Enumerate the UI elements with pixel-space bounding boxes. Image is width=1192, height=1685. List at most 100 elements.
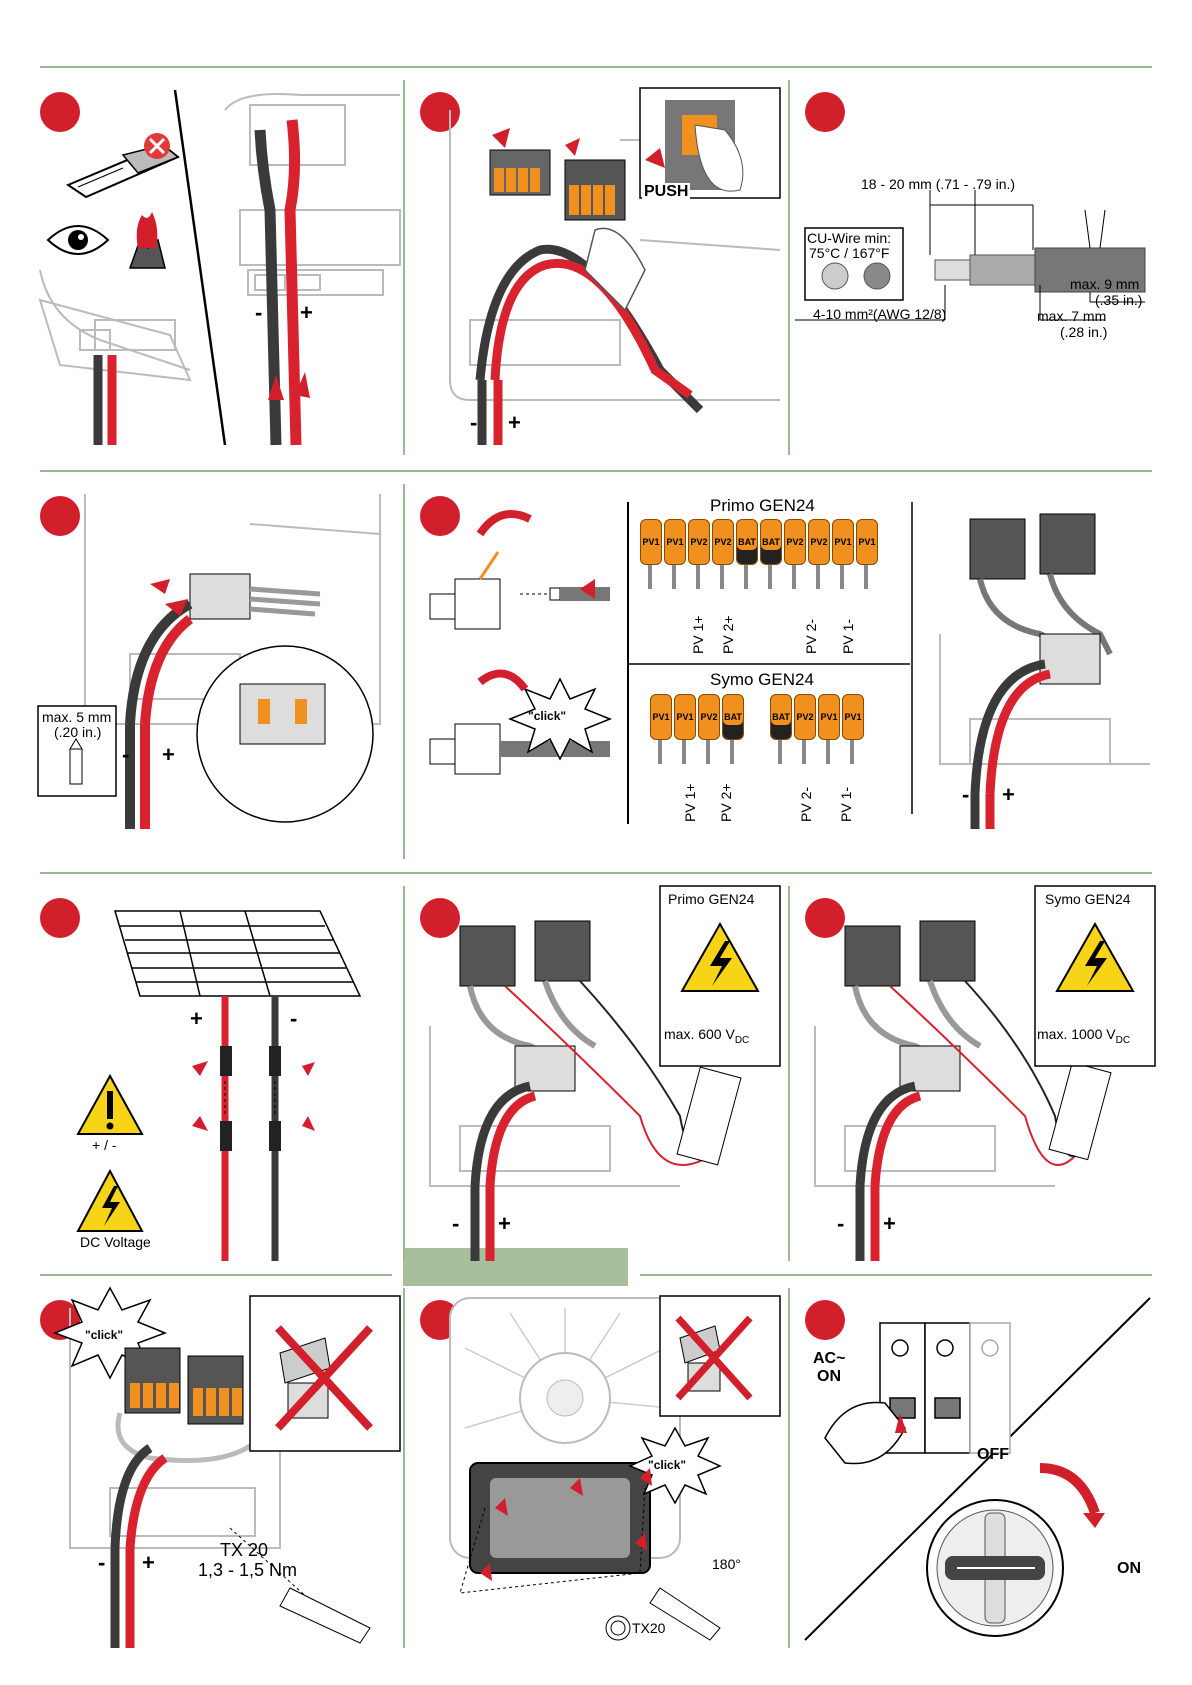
tool-label: TX 20 [220,1540,269,1560]
row-divider-4a [40,1274,392,1276]
pin-wire [778,740,782,764]
pin-wire [648,565,652,589]
panel-12-switch-on: AC~ ON OFF ON [804,1288,1155,1648]
click-burst-icon [628,1426,722,1505]
pin-terminal: PV2 [688,519,710,565]
minus-label: - [122,742,130,767]
row-divider-3 [40,872,1152,874]
warning-lightning-icon [680,921,760,992]
panel-8-measure-primo: Primo GEN24 max. 600 VDC - + [420,885,781,1261]
rotation-arrow-icon [476,510,595,692]
row-divider-1 [40,66,1152,68]
rotation-arrow-icon [1039,1463,1105,1528]
row-divider-2 [40,470,1152,472]
pin-terminal: PV1 [818,694,840,740]
step-dot [40,92,80,132]
plus-label: + [498,1211,511,1236]
panel-10-illustration [52,1286,401,1648]
dc-disconnector [926,1499,1064,1637]
step-dot [420,898,460,938]
screwdriver-icon [69,738,83,785]
col-divider [788,886,790,1261]
minus-label: - [255,300,263,325]
panel-3-wire-strip: 18 - 20 mm (.71 - .79 in.) CU-Wire min: … [795,80,1155,455]
warning-lightning-icon [1055,921,1135,992]
plus-label: + [162,742,175,767]
pin-terminal: PV2 [784,519,806,565]
panel-2-unplug: PUSH - + [420,80,781,455]
plus-minus-label: + / - [92,1137,117,1153]
panel-2-illustration [449,87,781,445]
pin-terminal: PV1 [664,519,686,565]
rotation-arrow-icon [268,372,310,400]
panel-1-safety: - + [38,80,401,455]
pin-wire [792,565,796,589]
max9-in-label: (.35 in.) [1095,292,1143,308]
strip-length-label: 18 - 20 mm (.71 - .79 in.) [861,176,1016,192]
max-voltage-label: max. 600 VDC [664,1026,750,1046]
pin-wire [840,565,844,589]
pin-wire [730,740,734,764]
cross-section-label: 4-10 mm²(AWG 12/8) [813,306,947,322]
dc-voltage-label: DC Voltage [80,1234,151,1250]
panel-1-illustration [38,89,401,446]
connector-open [429,551,501,630]
plus-label: + [142,1550,155,1575]
label-pv2m: PV 2- [803,618,819,654]
label-pv1p: PV 1+ [690,615,706,654]
plus-label: + [883,1211,896,1236]
screwdriver-icon [279,1587,371,1644]
ac-on-label-1: AC~ [813,1350,846,1367]
label-pv1m: PV 1- [838,786,854,822]
panel-4-insert-wire: max. 5 mm (.20 in.) - + [37,484,400,859]
max-voltage-label: max. 1000 VDC [1037,1026,1131,1046]
panel-6-connected: - + [910,484,1155,859]
flame-icon [128,212,166,269]
pin-terminal: PV1 [832,519,854,565]
blade-in-label: (.20 in.) [54,724,102,740]
inverter-left-view [38,269,192,382]
panel-10-plug-in: "click" TX 20 1,3 - 1,5 Nm - + [40,1286,401,1648]
label-pv1p: PV 1+ [682,783,698,822]
col-divider [788,80,790,455]
pin-terminal: BAT [736,519,758,565]
cu-wire-label-1: CU-Wire min: [807,230,891,246]
pin-terminal: BAT [770,694,792,740]
plus-label: + [1002,782,1015,807]
click-label: "click" [528,709,567,723]
pin-terminal: PV2 [712,519,734,565]
pin-wire [864,565,868,589]
panel-7-pv-modules: + - + / - DC Voltage [40,886,400,1261]
panel-11-close-cover: "click" 180° TX20 [420,1288,781,1648]
on-label: ON [1117,1560,1141,1577]
section-badge [403,1248,628,1286]
drill-prohibited-icon [675,1315,753,1401]
minus-label: - [452,1211,460,1236]
col-divider [403,1288,405,1648]
pin-terminal: PV1 [856,519,878,565]
inverter-right-view [224,93,401,296]
blade-mm-label: max. 5 mm [42,709,112,725]
symo-title: Symo GEN24 [710,670,814,689]
torx-icon [610,1620,626,1636]
pin-wire [744,565,748,589]
step-dot [420,496,460,536]
pin-wire [682,740,686,764]
click-label: "click" [85,1328,124,1342]
panel-6-illustration [911,502,1150,829]
pin-wire [672,565,676,589]
pin-wire [706,740,710,764]
step-dot [420,92,460,132]
rotation-arrow-icon [492,128,665,168]
step-dot [805,1300,845,1340]
panel-7-illustration [76,910,362,1261]
label-pv2p: PV 2+ [718,783,734,822]
panel-5-illustration [429,502,910,824]
panel-9-illustration [814,885,1156,1261]
max7-in-label: (.28 in.) [1060,324,1108,340]
col-divider [403,886,405,1261]
minus-label: - [470,410,478,435]
tool-label: TX20 [632,1620,666,1636]
label-pv1m: PV 1- [840,618,856,654]
step-dot [40,898,80,938]
